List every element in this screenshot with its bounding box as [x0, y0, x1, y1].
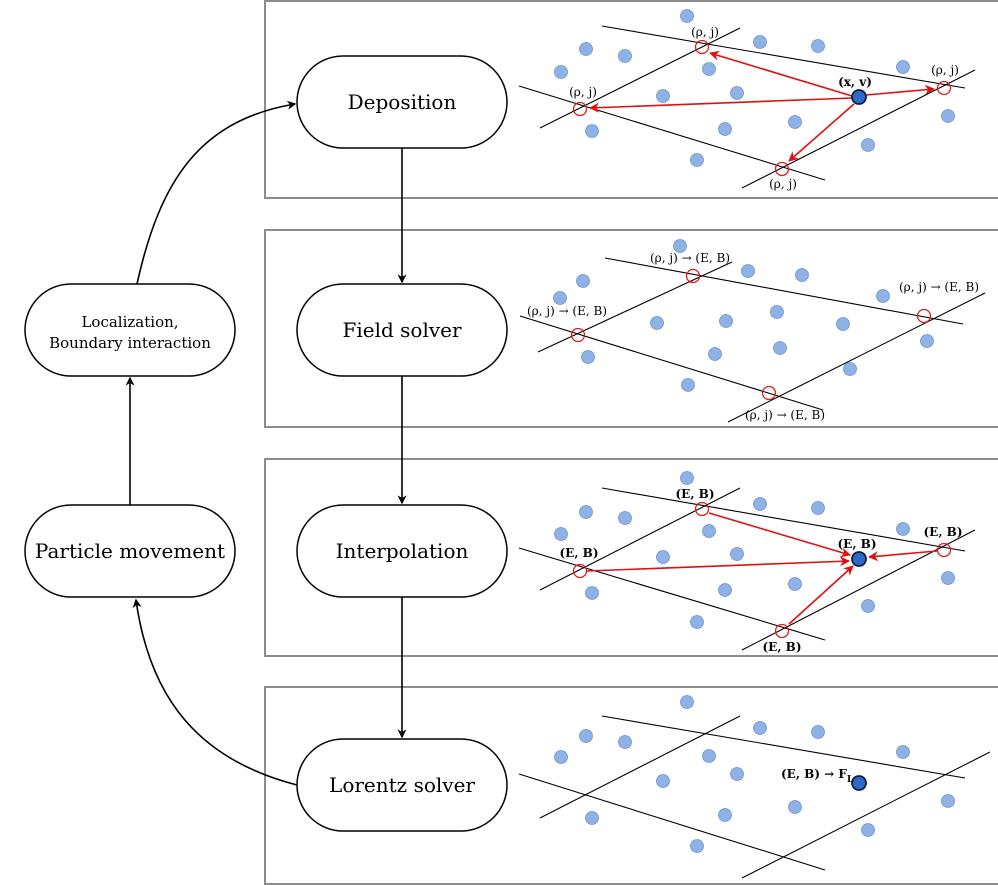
node-particle-movement: Particle movement: [24, 504, 236, 598]
node-particle-movement-label: Particle movement: [35, 539, 225, 563]
label-interpolation-left: (E, B): [560, 546, 599, 560]
node-localization: Localization, Boundary interaction: [24, 283, 236, 377]
gather-arrows-interpolation: [586, 512, 938, 625]
particles-lorentz: [554, 695, 955, 853]
labels-deposition: (ρ, j) (ρ, j) (ρ, j) (ρ, j) (x, v): [569, 25, 959, 191]
mesh-lorentz: [518, 715, 991, 879]
grid-nodes-interpolation: [572, 501, 952, 639]
label-deposition-particle: (x, v): [838, 75, 872, 89]
node-interpolation: Interpolation: [296, 504, 508, 598]
arrow-lorentz-to-particle-movement: [132, 598, 298, 786]
particle-highlight-interpolation: [851, 551, 867, 567]
label-deposition-rho-j-top: (ρ, j): [691, 25, 719, 39]
node-lorentz-solver: Lorentz solver: [296, 738, 508, 832]
label-field-solver-left: (ρ, j) → (E, B): [527, 304, 607, 318]
label-deposition-rho-j-bottom: (ρ, j): [769, 177, 797, 191]
grid-nodes-deposition: [572, 39, 952, 177]
label-interpolation-top: (E, B): [676, 487, 715, 501]
node-localization-label-line1: Localization,: [81, 313, 178, 331]
particle-highlight-lorentz: [851, 775, 867, 791]
node-deposition-label: Deposition: [348, 90, 457, 114]
labels-field-solver: (ρ, j) → (E, B) (ρ, j) → (E, B) (ρ, j) →…: [527, 251, 979, 422]
labels-interpolation: (E, B) (E, B) (E, B) (E, B) (E, B): [560, 487, 963, 654]
node-deposition: Deposition: [296, 55, 508, 149]
label-field-solver-bottom: (ρ, j) → (E, B): [745, 408, 825, 422]
node-interpolation-label: Interpolation: [336, 539, 469, 563]
node-lorentz-solver-label: Lorentz solver: [329, 773, 475, 797]
grid-nodes-field-solver: [570, 268, 932, 401]
arrow-localization-to-deposition: [136, 100, 297, 285]
label-deposition-rho-j-right: (ρ, j): [931, 63, 959, 77]
label-interpolation-bottom: (E, B): [763, 640, 802, 654]
label-deposition-rho-j-left: (ρ, j): [569, 85, 597, 99]
label-interpolation-right: (E, B): [924, 525, 963, 539]
label-interpolation-particle: (E, B): [838, 537, 877, 551]
particles-field-solver: [553, 239, 934, 392]
scatter-arrows-deposition: [589, 50, 935, 162]
node-field-solver: Field solver: [296, 283, 508, 377]
label-field-solver-right: (ρ, j) → (E, B): [899, 280, 979, 294]
particles-deposition: [554, 9, 955, 167]
label-lorentz-force: (E, B) → FL: [781, 767, 854, 785]
label-lorentz: (E, B) → FL: [781, 767, 854, 785]
particle-highlight-deposition: [851, 89, 867, 105]
particles-interpolation: [554, 471, 955, 629]
node-localization-label-line2: Boundary interaction: [49, 334, 211, 352]
node-field-solver-label: Field solver: [342, 318, 462, 342]
label-field-solver-top: (ρ, j) → (E, B): [650, 251, 730, 265]
